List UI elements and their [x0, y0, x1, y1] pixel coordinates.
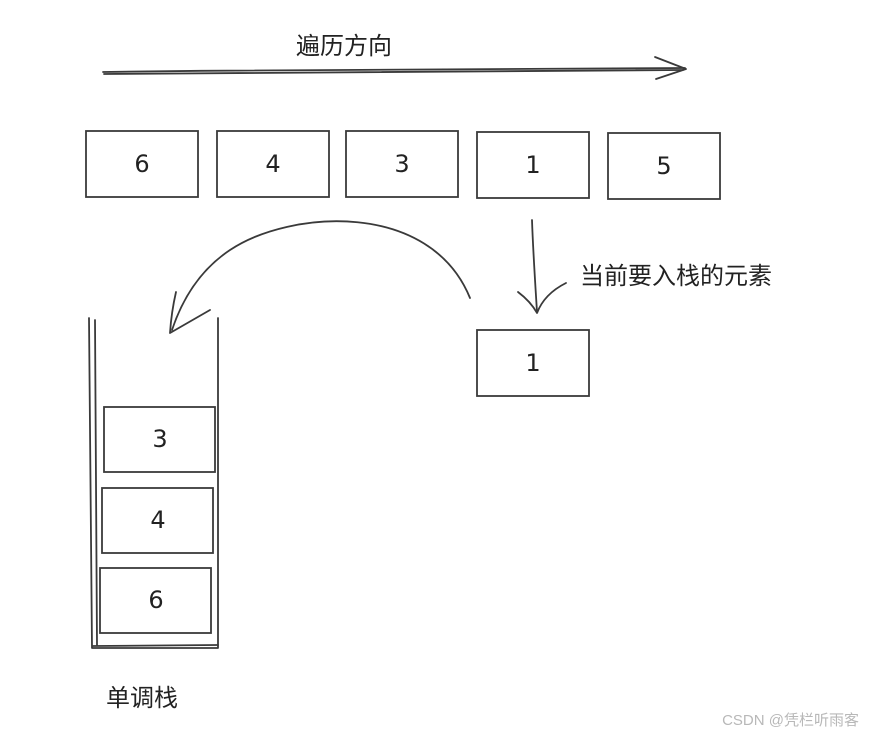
array-cell-value: 3	[394, 150, 409, 178]
array-cell-4: 5	[607, 132, 721, 200]
array-cell-value: 1	[525, 151, 540, 179]
stack-items: 3 4 6	[99, 406, 216, 634]
current-element-box: 1	[476, 329, 590, 397]
direction-arrow	[102, 56, 687, 80]
array-row: 6 4 3 1 5	[85, 130, 721, 200]
current-element-value: 1	[525, 349, 540, 377]
array-cell-value: 5	[656, 152, 671, 180]
array-cell-2: 3	[345, 130, 459, 198]
stack-item-value: 6	[148, 586, 163, 614]
array-cell-0: 6	[85, 130, 199, 198]
array-cell-value: 6	[134, 150, 149, 178]
array-cell-3: 1	[476, 131, 590, 199]
traversal-direction-label: 遍历方向	[296, 32, 392, 60]
array-cell-1: 4	[216, 130, 330, 198]
monotonic-stack-label: 单调栈	[106, 684, 178, 712]
stack-item-value: 4	[150, 506, 165, 534]
watermark: CSDN @凭栏听雨客	[722, 712, 859, 729]
stack-item-middle: 4	[101, 487, 214, 554]
array-cell-value: 4	[265, 150, 280, 178]
stack-item-value: 3	[152, 425, 167, 453]
curved-arrow-to-stack	[169, 220, 471, 334]
current-element-annotation: 当前要入栈的元素	[580, 262, 772, 290]
stack-container	[88, 317, 220, 649]
push-arrow	[517, 219, 567, 314]
stack-item-top: 3	[103, 406, 216, 473]
stack-item-bottom: 6	[99, 567, 212, 634]
